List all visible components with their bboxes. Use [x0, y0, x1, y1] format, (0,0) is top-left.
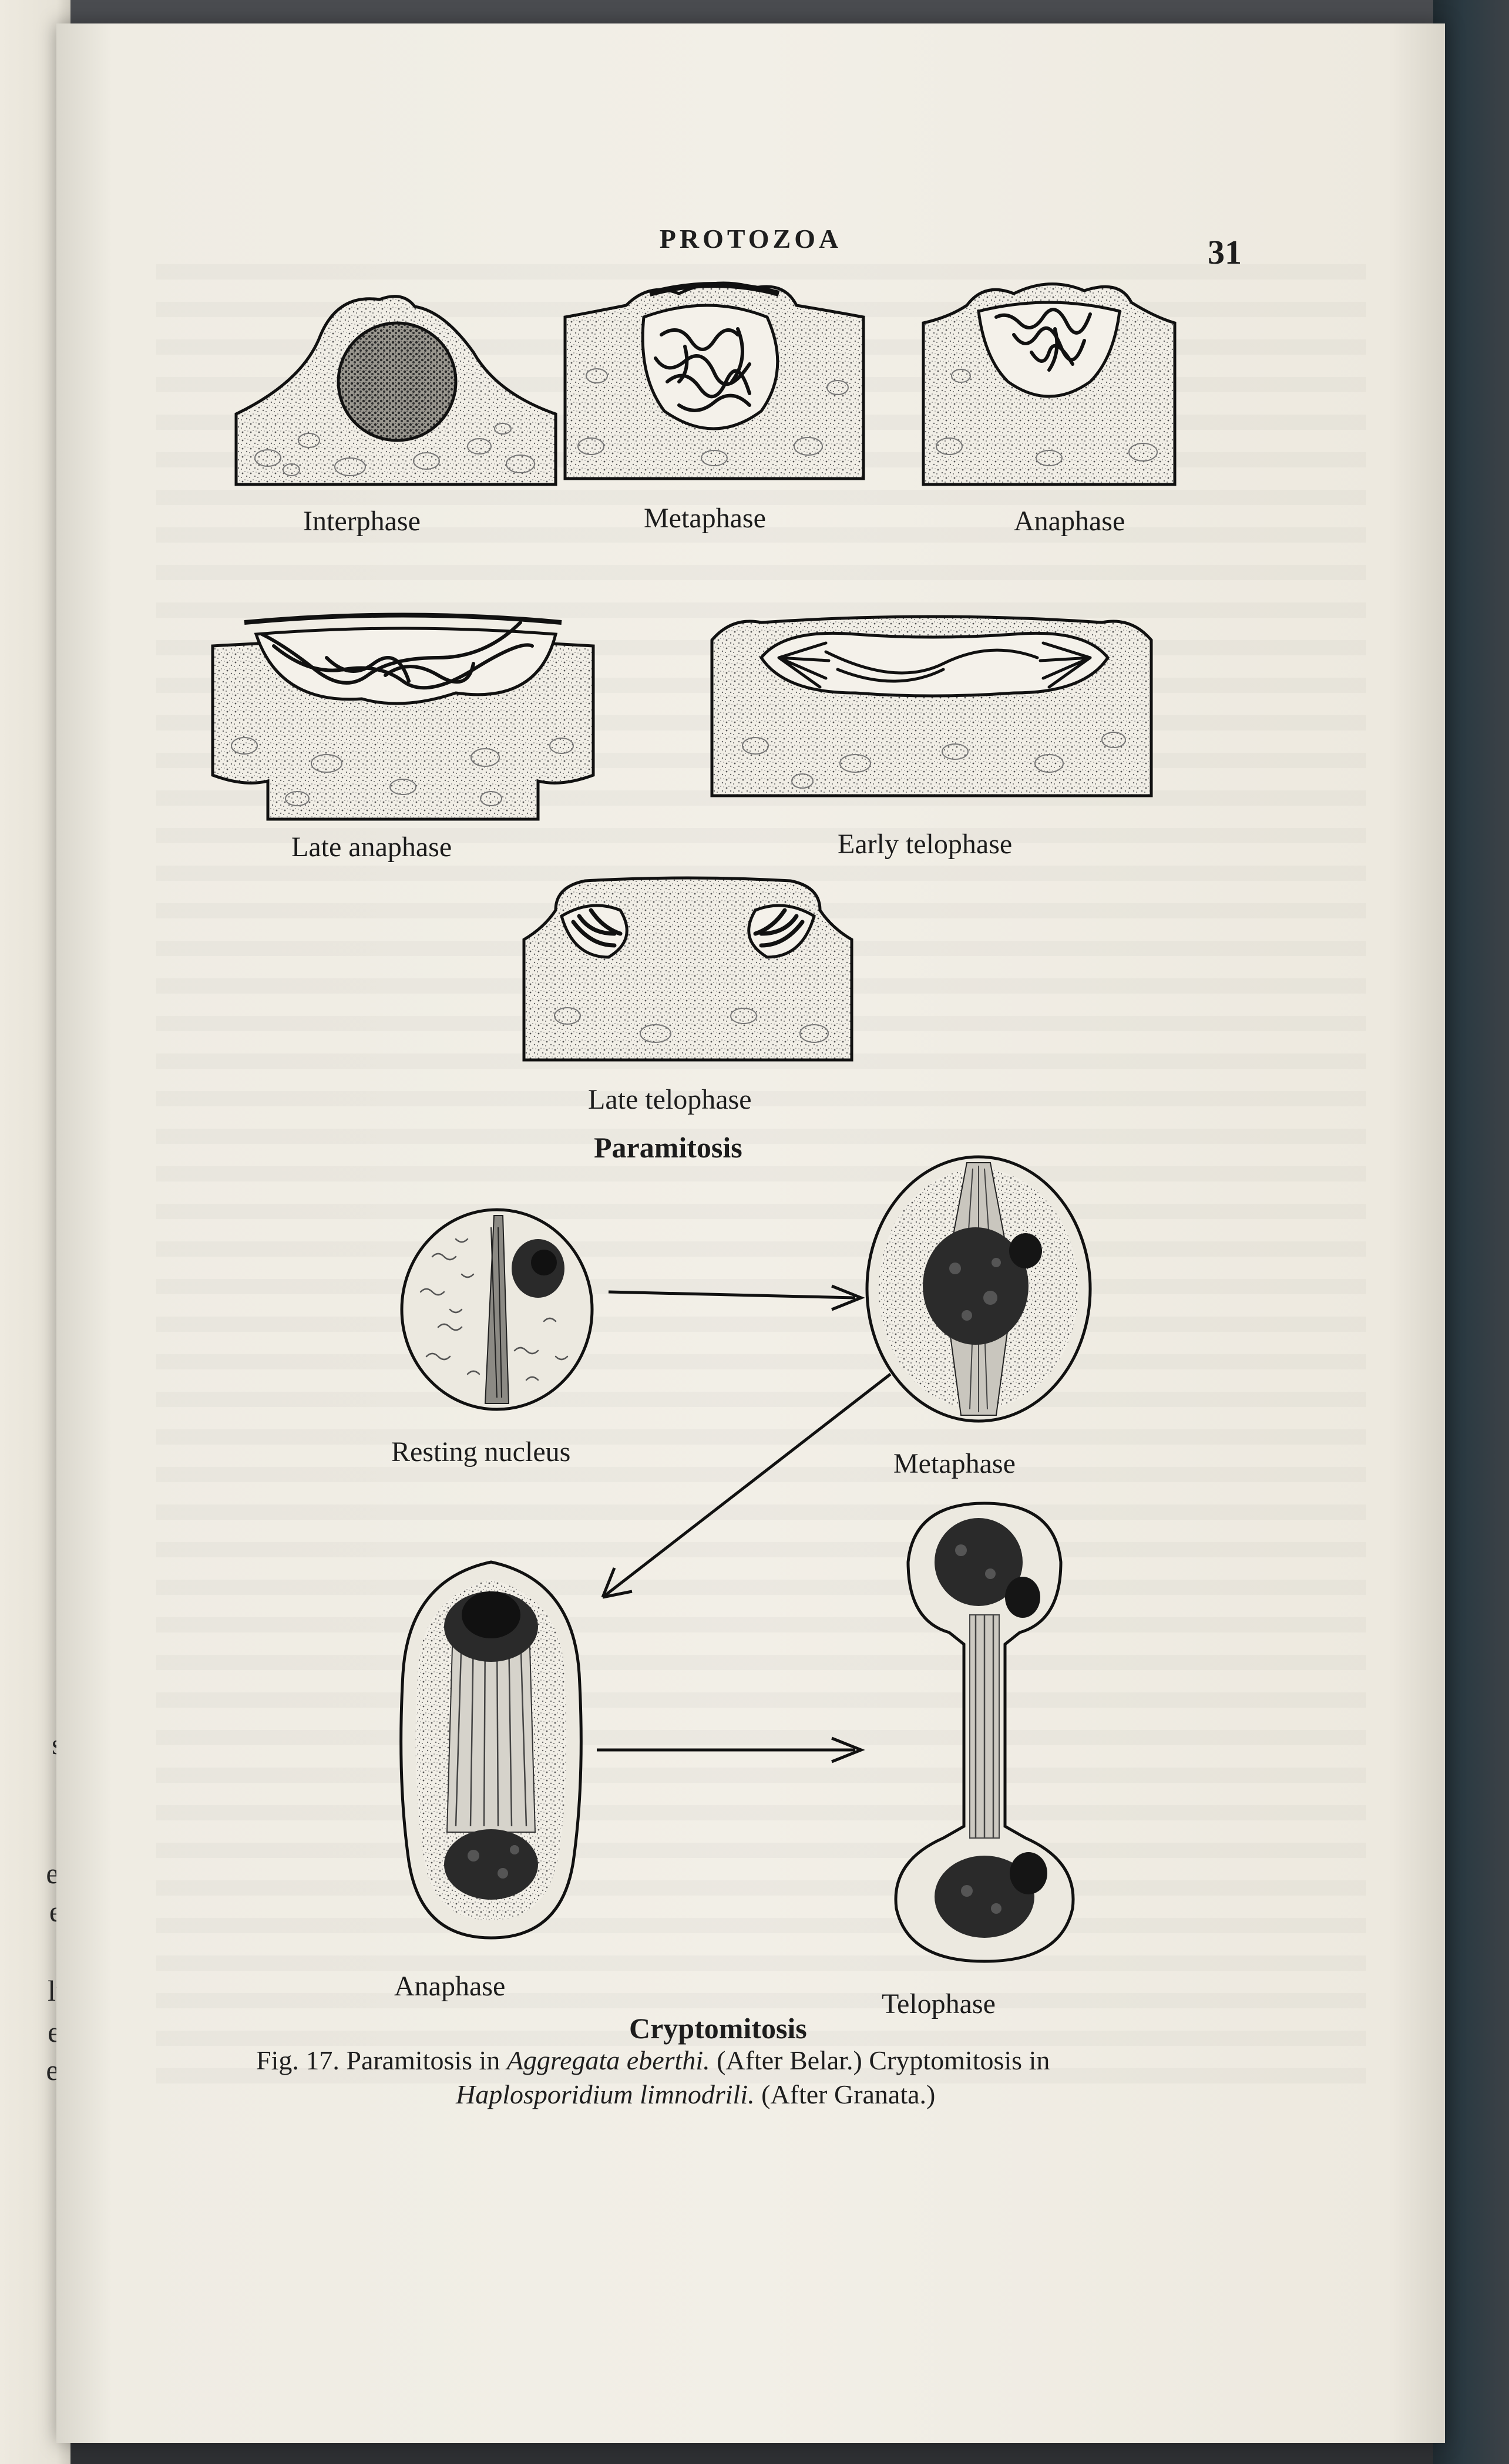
- cryptomitosis-heading: Cryptomitosis: [629, 2012, 807, 2045]
- label-metaphase-cryptomitosis: Metaphase: [893, 1448, 1016, 1479]
- late-anaphase-figure: [211, 612, 595, 821]
- label-telophase: Telophase: [882, 1988, 996, 2019]
- caption-species-1: Aggregata eberthi.: [506, 2045, 710, 2075]
- caption-credit-2: (After Granata.): [754, 2079, 936, 2109]
- arrow-metaphase-to-anaphase: [601, 1373, 892, 1599]
- metaphase-figure: [563, 281, 865, 480]
- cryptomitosis-telophase-figure: [894, 1502, 1075, 1963]
- caption-prefix: Fig. 17. Paramitosis in: [256, 2045, 507, 2075]
- resting-nucleus-figure: [400, 1208, 594, 1411]
- caption-credit-1: (After Belar.) Cryptomitosis in: [710, 2045, 1050, 2075]
- figure-caption: Fig. 17. Paramitosis in Aggregata eberth…: [256, 2044, 1313, 2111]
- early-telophase-figure: [710, 615, 1153, 797]
- page-number: 31: [1208, 233, 1242, 271]
- label-late-telophase: Late telophase: [588, 1084, 752, 1115]
- running-head: PROTOZOA: [659, 224, 842, 254]
- label-resting-nucleus: Resting nucleus: [391, 1436, 571, 1467]
- caption-line-2: Haplosporidium limnodrili. (After Granat…: [256, 2078, 1313, 2112]
- book-page: PROTOZOA 31 Interphase: [56, 23, 1445, 2443]
- caption-line-1: Fig. 17. Paramitosis in Aggregata eberth…: [256, 2044, 1313, 2078]
- label-anaphase-cryptomitosis: Anaphase: [394, 1971, 506, 2002]
- interphase-figure: [234, 295, 557, 486]
- label-interphase: Interphase: [303, 506, 421, 537]
- label-anaphase-paramitosis: Anaphase: [1014, 506, 1125, 537]
- label-early-telophase: Early telophase: [838, 829, 1013, 860]
- arrow-anaphase-to-telophase: [597, 1736, 865, 1763]
- anaphase-figure: [922, 282, 1177, 486]
- label-late-anaphase: Late anaphase: [291, 832, 452, 863]
- show-through-text: [156, 264, 1366, 2096]
- label-metaphase-paramitosis: Metaphase: [644, 503, 766, 534]
- paramitosis-heading: Paramitosis: [594, 1131, 742, 1164]
- late-telophase-figure: [522, 876, 853, 1062]
- cryptomitosis-metaphase-figure: [865, 1155, 1092, 1423]
- caption-species-2: Haplosporidium limnodrili.: [456, 2079, 755, 2109]
- cryptomitosis-anaphase-figure: [399, 1560, 583, 1940]
- book-cover-edge: [1433, 0, 1509, 2464]
- arrow-resting-to-metaphase: [608, 1284, 865, 1311]
